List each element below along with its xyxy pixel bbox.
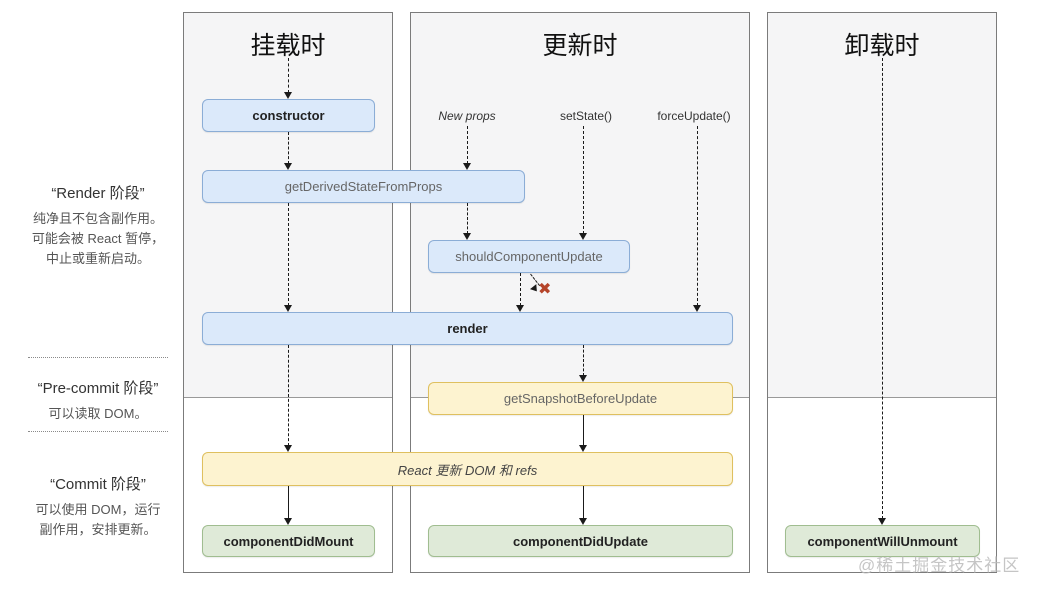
render-box[interactable]: render (202, 312, 733, 345)
phase-render-title: “Render 阶段” (51, 185, 145, 202)
skip-update-x-icon: ✖ (538, 281, 552, 298)
arrow-force-update-to-render (692, 126, 702, 312)
phase-commit-desc-line: 副作用，安排更新。 (39, 522, 157, 537)
phase-separator (28, 357, 168, 358)
trigger-new-props: New props (438, 109, 496, 123)
phase-precommit-desc-line: 可以读取 DOM。 (48, 406, 148, 421)
panel-unmounting-title: 卸载时 (844, 32, 920, 60)
phase-commit-title: “Commit 阶段” (50, 476, 146, 493)
phase-separator (28, 431, 168, 432)
phase-render-desc-line: 中止或重新启动。 (45, 251, 150, 266)
component-will-unmount-box[interactable]: componentWillUnmount (785, 525, 980, 557)
arrow-mount-to-constructor (283, 58, 293, 99)
get-derived-state-from-props-box[interactable]: getDerivedStateFromProps (202, 170, 525, 203)
constructor-box[interactable]: constructor (202, 99, 375, 132)
phase-precommit: “Pre-commit 阶段” 可以读取 DOM。 (18, 377, 178, 424)
arrow-scu-to-render (515, 273, 525, 312)
arrow-react-updates-to-did-mount (283, 486, 293, 525)
watermark: @稀土掘金技术社区 (858, 556, 1021, 575)
get-snapshot-before-update-box[interactable]: getSnapshotBeforeUpdate (428, 382, 733, 415)
arrow-unmount-to-will-unmount (877, 58, 887, 525)
phase-commit-desc-line: 可以使用 DOM，运行 (35, 502, 161, 517)
arrow-react-updates-to-did-update (578, 486, 588, 525)
trigger-force-update: forceUpdate() (657, 109, 731, 123)
should-component-update-box[interactable]: shouldComponentUpdate (428, 240, 630, 273)
arrow-new-props-to-gdsfp (462, 126, 472, 170)
trigger-set-state: setState() (559, 109, 613, 123)
panel-updating-title: 更新时 (542, 32, 618, 60)
arrow-render-to-react-updates (283, 345, 293, 452)
panel-mounting-title: 挂载时 (250, 32, 326, 60)
phase-render-desc-line: 可能会被 React 暂停， (31, 231, 165, 246)
react-updates-dom-box: React 更新 DOM 和 refs (202, 452, 733, 486)
arrow-gdsfp-to-render (283, 203, 293, 312)
phase-commit: “Commit 阶段” 可以使用 DOM，运行 副作用，安排更新。 (18, 473, 178, 540)
arrow-render-to-gsbu (578, 345, 588, 382)
arrow-set-state-to-scu (578, 126, 588, 240)
arrow-gsbu-to-react-updates (578, 415, 588, 452)
phase-precommit-title: “Pre-commit 阶段” (37, 380, 159, 397)
phase-render: “Render 阶段” 纯净且不包含副作用。 可能会被 React 暂停， 中止… (18, 182, 178, 269)
component-did-update-box[interactable]: componentDidUpdate (428, 525, 733, 557)
arrow-gdsfp-to-scu (462, 203, 472, 240)
component-did-mount-box[interactable]: componentDidMount (202, 525, 375, 557)
arrow-constructor-to-gdsfp (283, 132, 293, 170)
phase-render-desc-line: 纯净且不包含副作用。 (32, 211, 163, 226)
